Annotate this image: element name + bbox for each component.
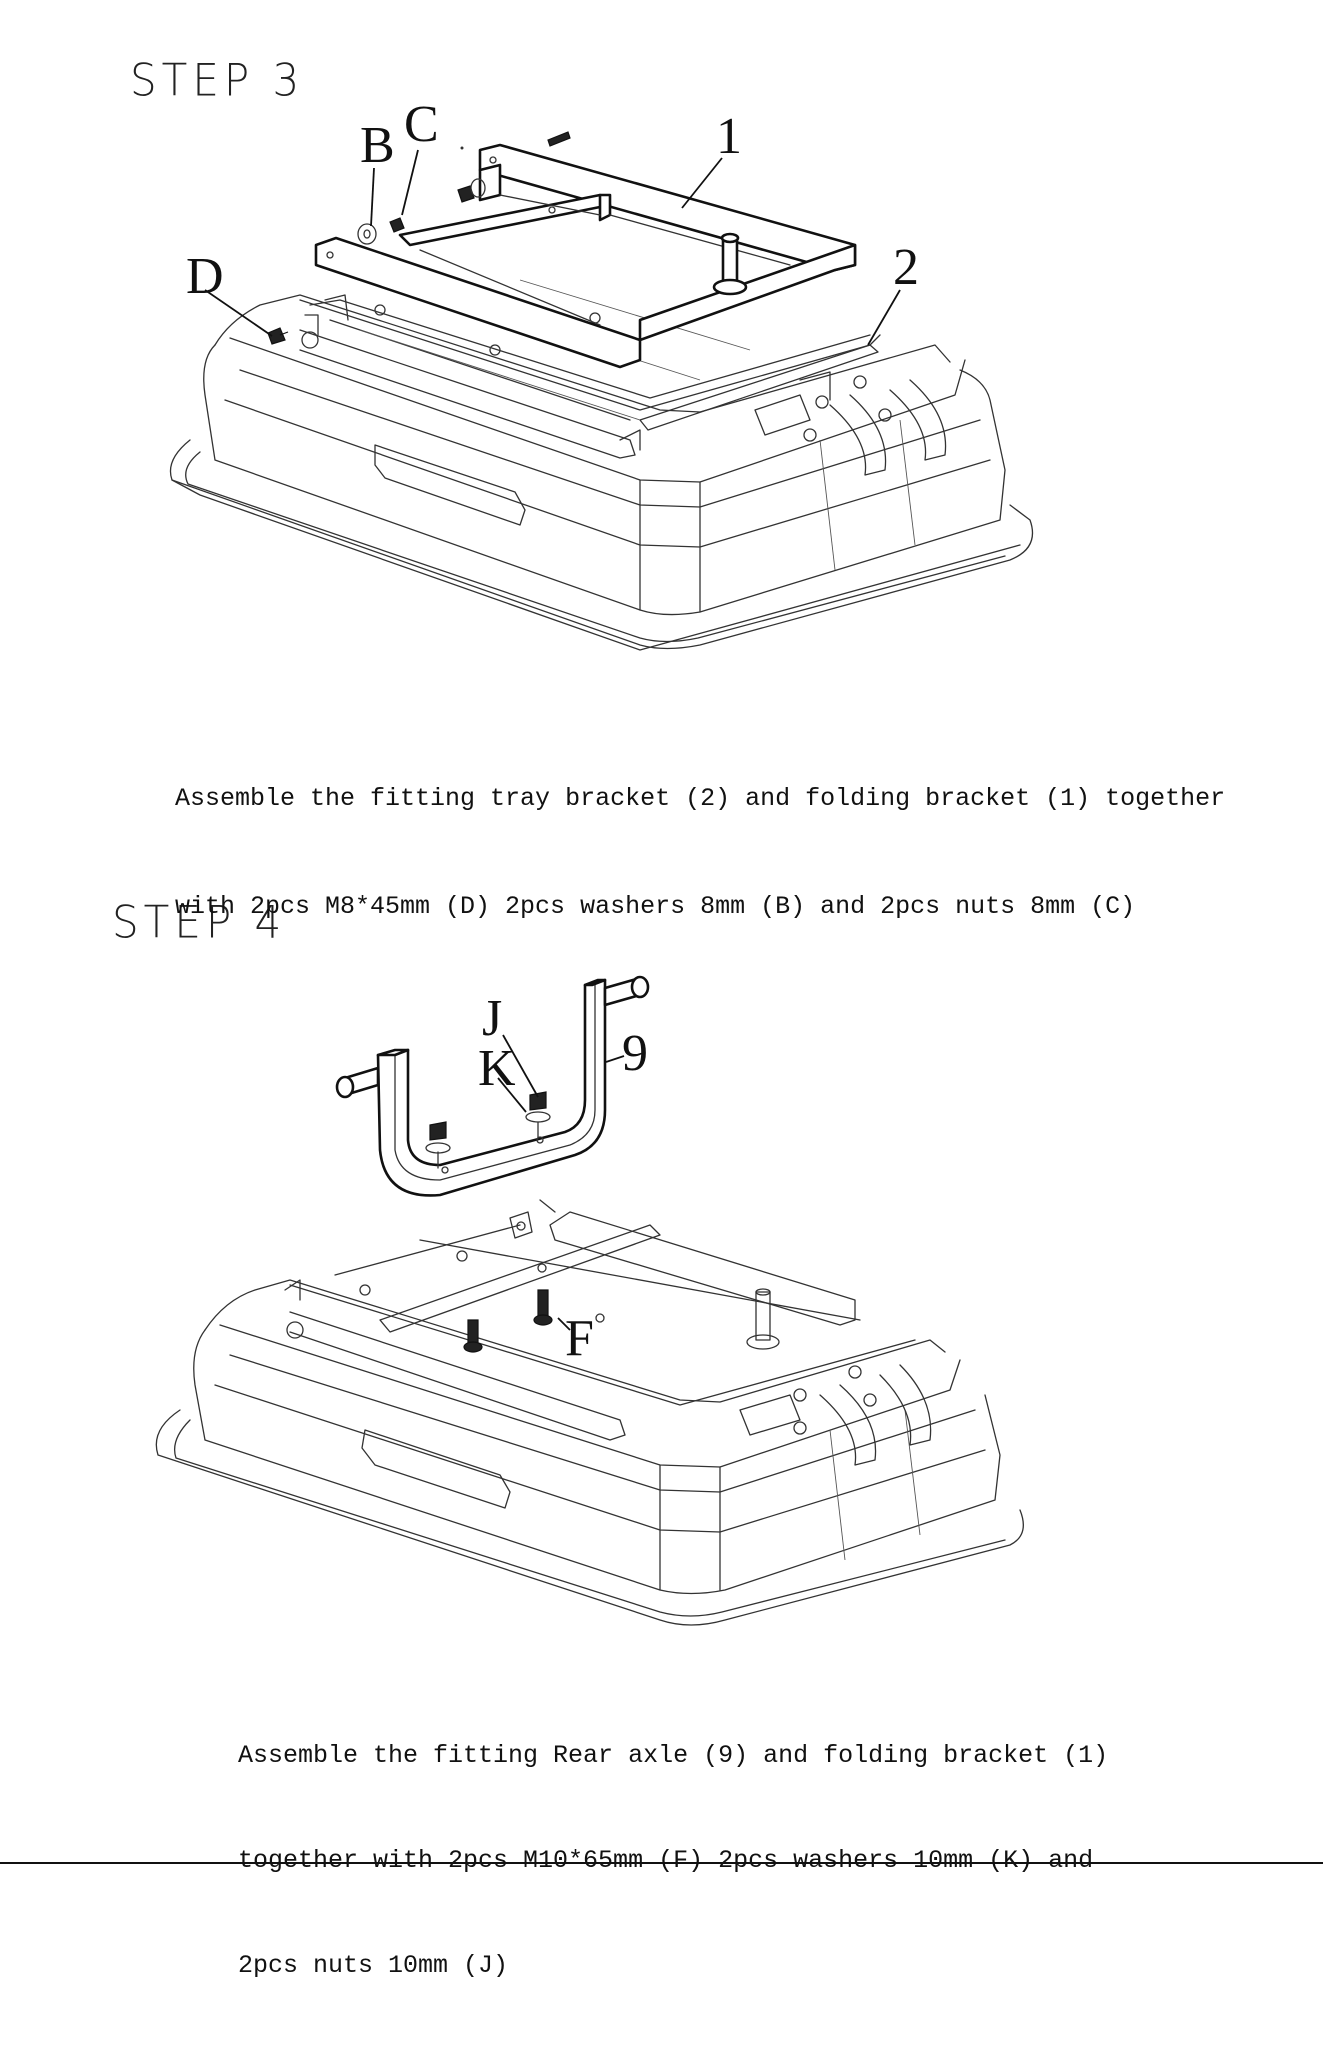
step-4-diagram: J K 9 F [155,975,1024,1626]
tray-base-step-4 [155,1199,1024,1626]
label-j: J [482,990,502,1047]
label-d: D [186,248,224,305]
step-3-diagram: B C D 1 2 [169,96,1034,651]
assembly-diagrams: B C D 1 2 [155,96,1034,1626]
rear-axle-9 [335,975,650,1197]
label-b: B [360,117,395,174]
label-c: C [404,96,439,153]
label-part-1: 1 [716,108,742,165]
instruction-page: STEP 3 STEP 4 [0,54,1323,1980]
step-3-caption-line-1: Assemble the fitting tray bracket (2) an… [175,784,1226,813]
step-4-caption-line-1: Assemble the fitting Rear axle (9) and f… [238,1741,1109,1770]
label-k: K [478,1040,516,1097]
label-f: F [565,1310,594,1367]
tray-base-step-3 [169,279,1034,651]
folding-bracket-1 [314,143,857,369]
bottom-rule [0,1862,1323,1864]
step-4-caption-line-3: 2pcs nuts 10mm (J) [238,1951,509,1980]
step-3-caption-line-2: with 2pcs M8*45mm (D) 2pcs washers 8mm (… [175,892,1136,921]
step-3-title: STEP 3 [130,54,305,107]
step-4-title: STEP 4 [112,896,287,949]
hardware-step-3 [267,131,571,345]
label-part-2: 2 [893,239,919,296]
label-part-9: 9 [622,1025,648,1082]
step-4-caption: Assemble the fitting Rear axle (9) and f… [238,1668,1108,2053]
step-3-caption: Assemble the fitting tray bracket (2) an… [175,709,1225,997]
step-4-caption-line-2: together with 2pcs M10*65mm (F) 2pcs was… [238,1846,1094,1875]
